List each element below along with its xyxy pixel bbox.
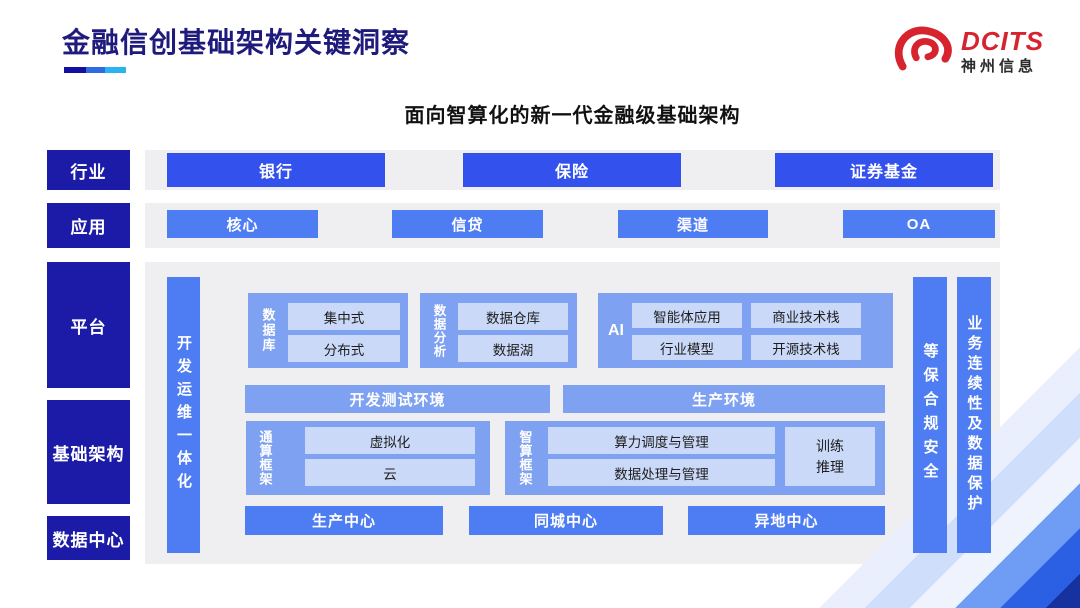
sidebar-item-infrastructure: 基础架构 [47, 400, 130, 504]
node-opensource-stack: 开源技术栈 [751, 335, 861, 360]
node-commercial-stack: 商业技术栈 [751, 303, 861, 328]
database-group-label: 数据库 [260, 308, 276, 353]
sidebar-item-application: 应用 [47, 203, 130, 248]
node-cloud: 云 [305, 459, 475, 486]
node-channel: 渠道 [618, 210, 768, 238]
node-data-warehouse: 数据仓库 [458, 303, 568, 330]
sidebar-item-platform: 平台 [47, 262, 130, 388]
logo-swirl-icon [893, 25, 955, 77]
node-oa: OA [843, 210, 995, 238]
page-title: 金融信创基础架构关键洞察 [62, 27, 411, 58]
node-production-center: 生产中心 [245, 506, 443, 535]
security-bar-label: 等保合规安全 [921, 343, 939, 487]
node-distributed: 分布式 [288, 335, 400, 362]
node-securities-funds: 证券基金 [775, 153, 993, 187]
ai-group: AI 智能体应用 商业技术栈 行业模型 开源技术栈 [598, 293, 893, 368]
sidebar-item-industry: 行业 [47, 150, 130, 190]
title-underline-segment-mid [86, 67, 105, 73]
database-group: 数据库 集中式 分布式 [248, 293, 408, 368]
intelligent-framework-label: 智算框架 [517, 430, 533, 486]
logo-brand: DCITS [961, 26, 1044, 56]
node-same-city-center: 同城中心 [469, 506, 663, 535]
ai-group-label: AI [608, 321, 624, 339]
node-devtest-environment: 开发测试环境 [245, 385, 550, 413]
continuity-vertical-bar: 业务连续性及数据保护 [957, 277, 991, 553]
node-training-inference: 训练推理 [785, 427, 875, 486]
node-core: 核心 [167, 210, 318, 238]
devops-bar-label: 开发运维一体化 [175, 334, 192, 496]
intelligent-framework-group: 智算框架 算力调度与管理 数据处理与管理 训练推理 [505, 421, 885, 495]
node-data-lake: 数据湖 [458, 335, 568, 362]
analytics-group-label: 数据分析 [431, 303, 446, 358]
dcits-logo: DCITS 神州信息 [893, 22, 1053, 80]
node-agent-apps: 智能体应用 [632, 303, 742, 328]
general-framework-label: 通算框架 [257, 430, 273, 486]
node-production-environment: 生产环境 [563, 385, 885, 413]
node-remote-center: 异地中心 [688, 506, 885, 535]
node-centralized: 集中式 [288, 303, 400, 330]
continuity-bar-label: 业务连续性及数据保护 [965, 315, 983, 515]
general-framework-group: 通算框架 虚拟化 云 [246, 421, 490, 495]
node-industry-models: 行业模型 [632, 335, 742, 360]
title-underline-segment-dark [64, 67, 86, 73]
sidebar-item-datacenter: 数据中心 [47, 516, 130, 560]
title-underline-segment-light [105, 67, 126, 73]
node-credit: 信贷 [392, 210, 543, 238]
node-data-processing: 数据处理与管理 [548, 459, 775, 486]
analytics-group: 数据分析 数据仓库 数据湖 [420, 293, 577, 368]
diagram-subtitle: 面向智算化的新一代金融级基础架构 [404, 105, 741, 127]
node-compute-scheduling: 算力调度与管理 [548, 427, 775, 454]
node-virtualization: 虚拟化 [305, 427, 475, 454]
node-bank: 银行 [167, 153, 385, 187]
security-vertical-bar: 等保合规安全 [913, 277, 947, 553]
devops-vertical-bar: 开发运维一体化 [167, 277, 200, 553]
logo-company: 神州信息 [961, 58, 1038, 75]
node-insurance: 保险 [463, 153, 681, 187]
